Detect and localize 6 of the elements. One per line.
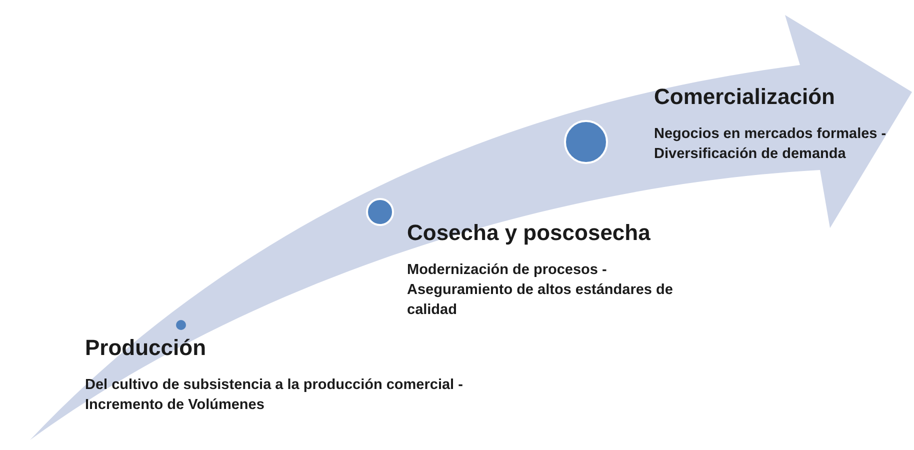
stage-description: Del cultivo de subsistencia a la producción comercial - Incremento de Volúmenes [85, 376, 464, 415]
stage-heading: Cosecha y poscosecha [407, 220, 652, 246]
stage-heading: Comercialización [654, 84, 836, 110]
stage-description: Modernización de procesos - Aseguramiento de altos estándares de calidad [407, 261, 674, 320]
stage-description: Negocios en mercados formales - Diversificación de demanda [654, 125, 888, 164]
stage-heading: Producción [85, 335, 208, 361]
